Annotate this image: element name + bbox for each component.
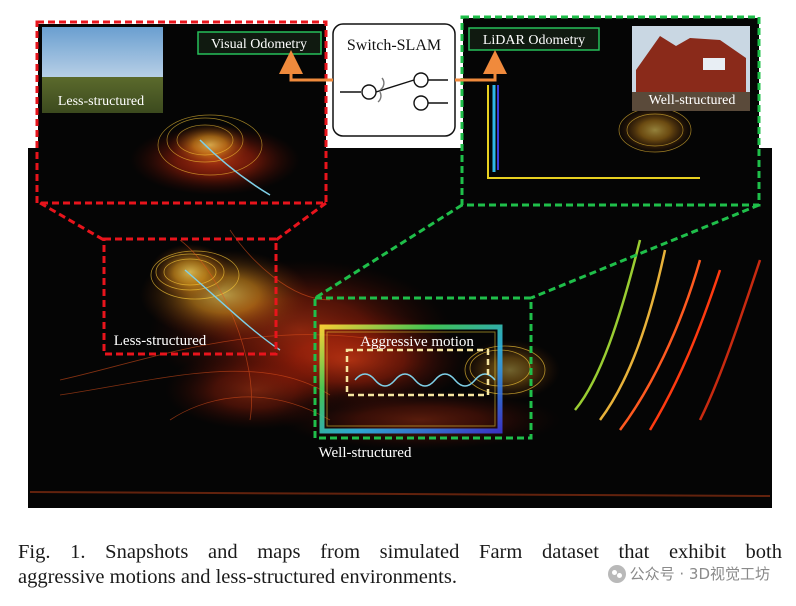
map-well-structured-label: Well-structured (319, 445, 412, 461)
switch-icon (340, 72, 448, 111)
map-point-cloud (29, 229, 771, 497)
lidar-odometry-inset: Well-structured LiDAR Odometry (463, 18, 759, 204)
map-less-structured-label: Less-structured (114, 333, 207, 349)
well-structured-region: Aggressive motion Well-structured (313, 203, 760, 461)
inset-less-structured-label: Less-structured (58, 94, 144, 109)
less-structured-snapshot (42, 27, 163, 77)
switch-slam-title: Switch-SLAM (347, 37, 441, 54)
inset-well-structured-label: Well-structured (649, 93, 736, 108)
visual-odometry-inset: Less-structured Visual Odometry (38, 24, 326, 202)
less-structured-region: Less-structured (39, 201, 327, 356)
caption-line-1: Fig. 1. Snapshots and maps from simulate… (18, 541, 782, 563)
visual-odometry-label: Visual Odometry (211, 37, 307, 52)
green-frame-inset (460, 15, 761, 207)
aggressive-motion-label: Aggressive motion (360, 334, 474, 350)
lidar-odometry-label: LiDAR Odometry (483, 33, 585, 48)
orange-arrows (279, 50, 507, 82)
caption-line-2: aggressive motions and less-structured e… (18, 566, 457, 588)
wechat-icon (607, 564, 626, 583)
figure-caption: Fig. 1. Snapshots and maps from simulate… (18, 540, 782, 590)
lidar-trajectory-map (319, 324, 503, 434)
figure-1: Less-structured Visual Odometry Well-str… (28, 15, 772, 508)
watermark: 公众号 · 3D视觉工坊 (607, 563, 770, 584)
red-frame-inset (35, 20, 328, 205)
switch-slam-block: Switch-SLAM (332, 23, 456, 137)
watermark-text: 公众号 · 3D视觉工坊 (629, 565, 770, 583)
